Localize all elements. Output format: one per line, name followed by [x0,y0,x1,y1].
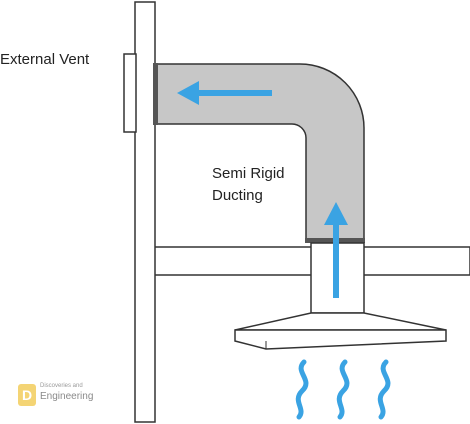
airflow-arrow-up [324,202,348,298]
hood-canopy-front [234,329,447,350]
airflow-arrow-left [177,81,272,105]
exterior-wall [134,1,156,423]
fume-squiggle-1 [295,359,309,420]
external-vent-cap [123,53,137,133]
external-vent-label: External Vent [0,51,90,68]
watermark-logo: D Discoveries and Engineering [18,382,128,408]
hood-canopy-top [234,312,447,331]
fume-squiggle-2 [336,359,350,420]
fume-squiggle-3 [377,359,391,420]
ducting-label-line2: Ducting [212,187,263,204]
watermark-badge: D [18,384,36,406]
duct-clamp-wall [153,63,158,125]
semi-rigid-duct [154,63,365,241]
ducting-label-line1: Semi Rigid [212,165,285,182]
watermark-top-text: Discoveries and [40,383,83,389]
watermark-bottom-text: Engineering [40,391,94,402]
